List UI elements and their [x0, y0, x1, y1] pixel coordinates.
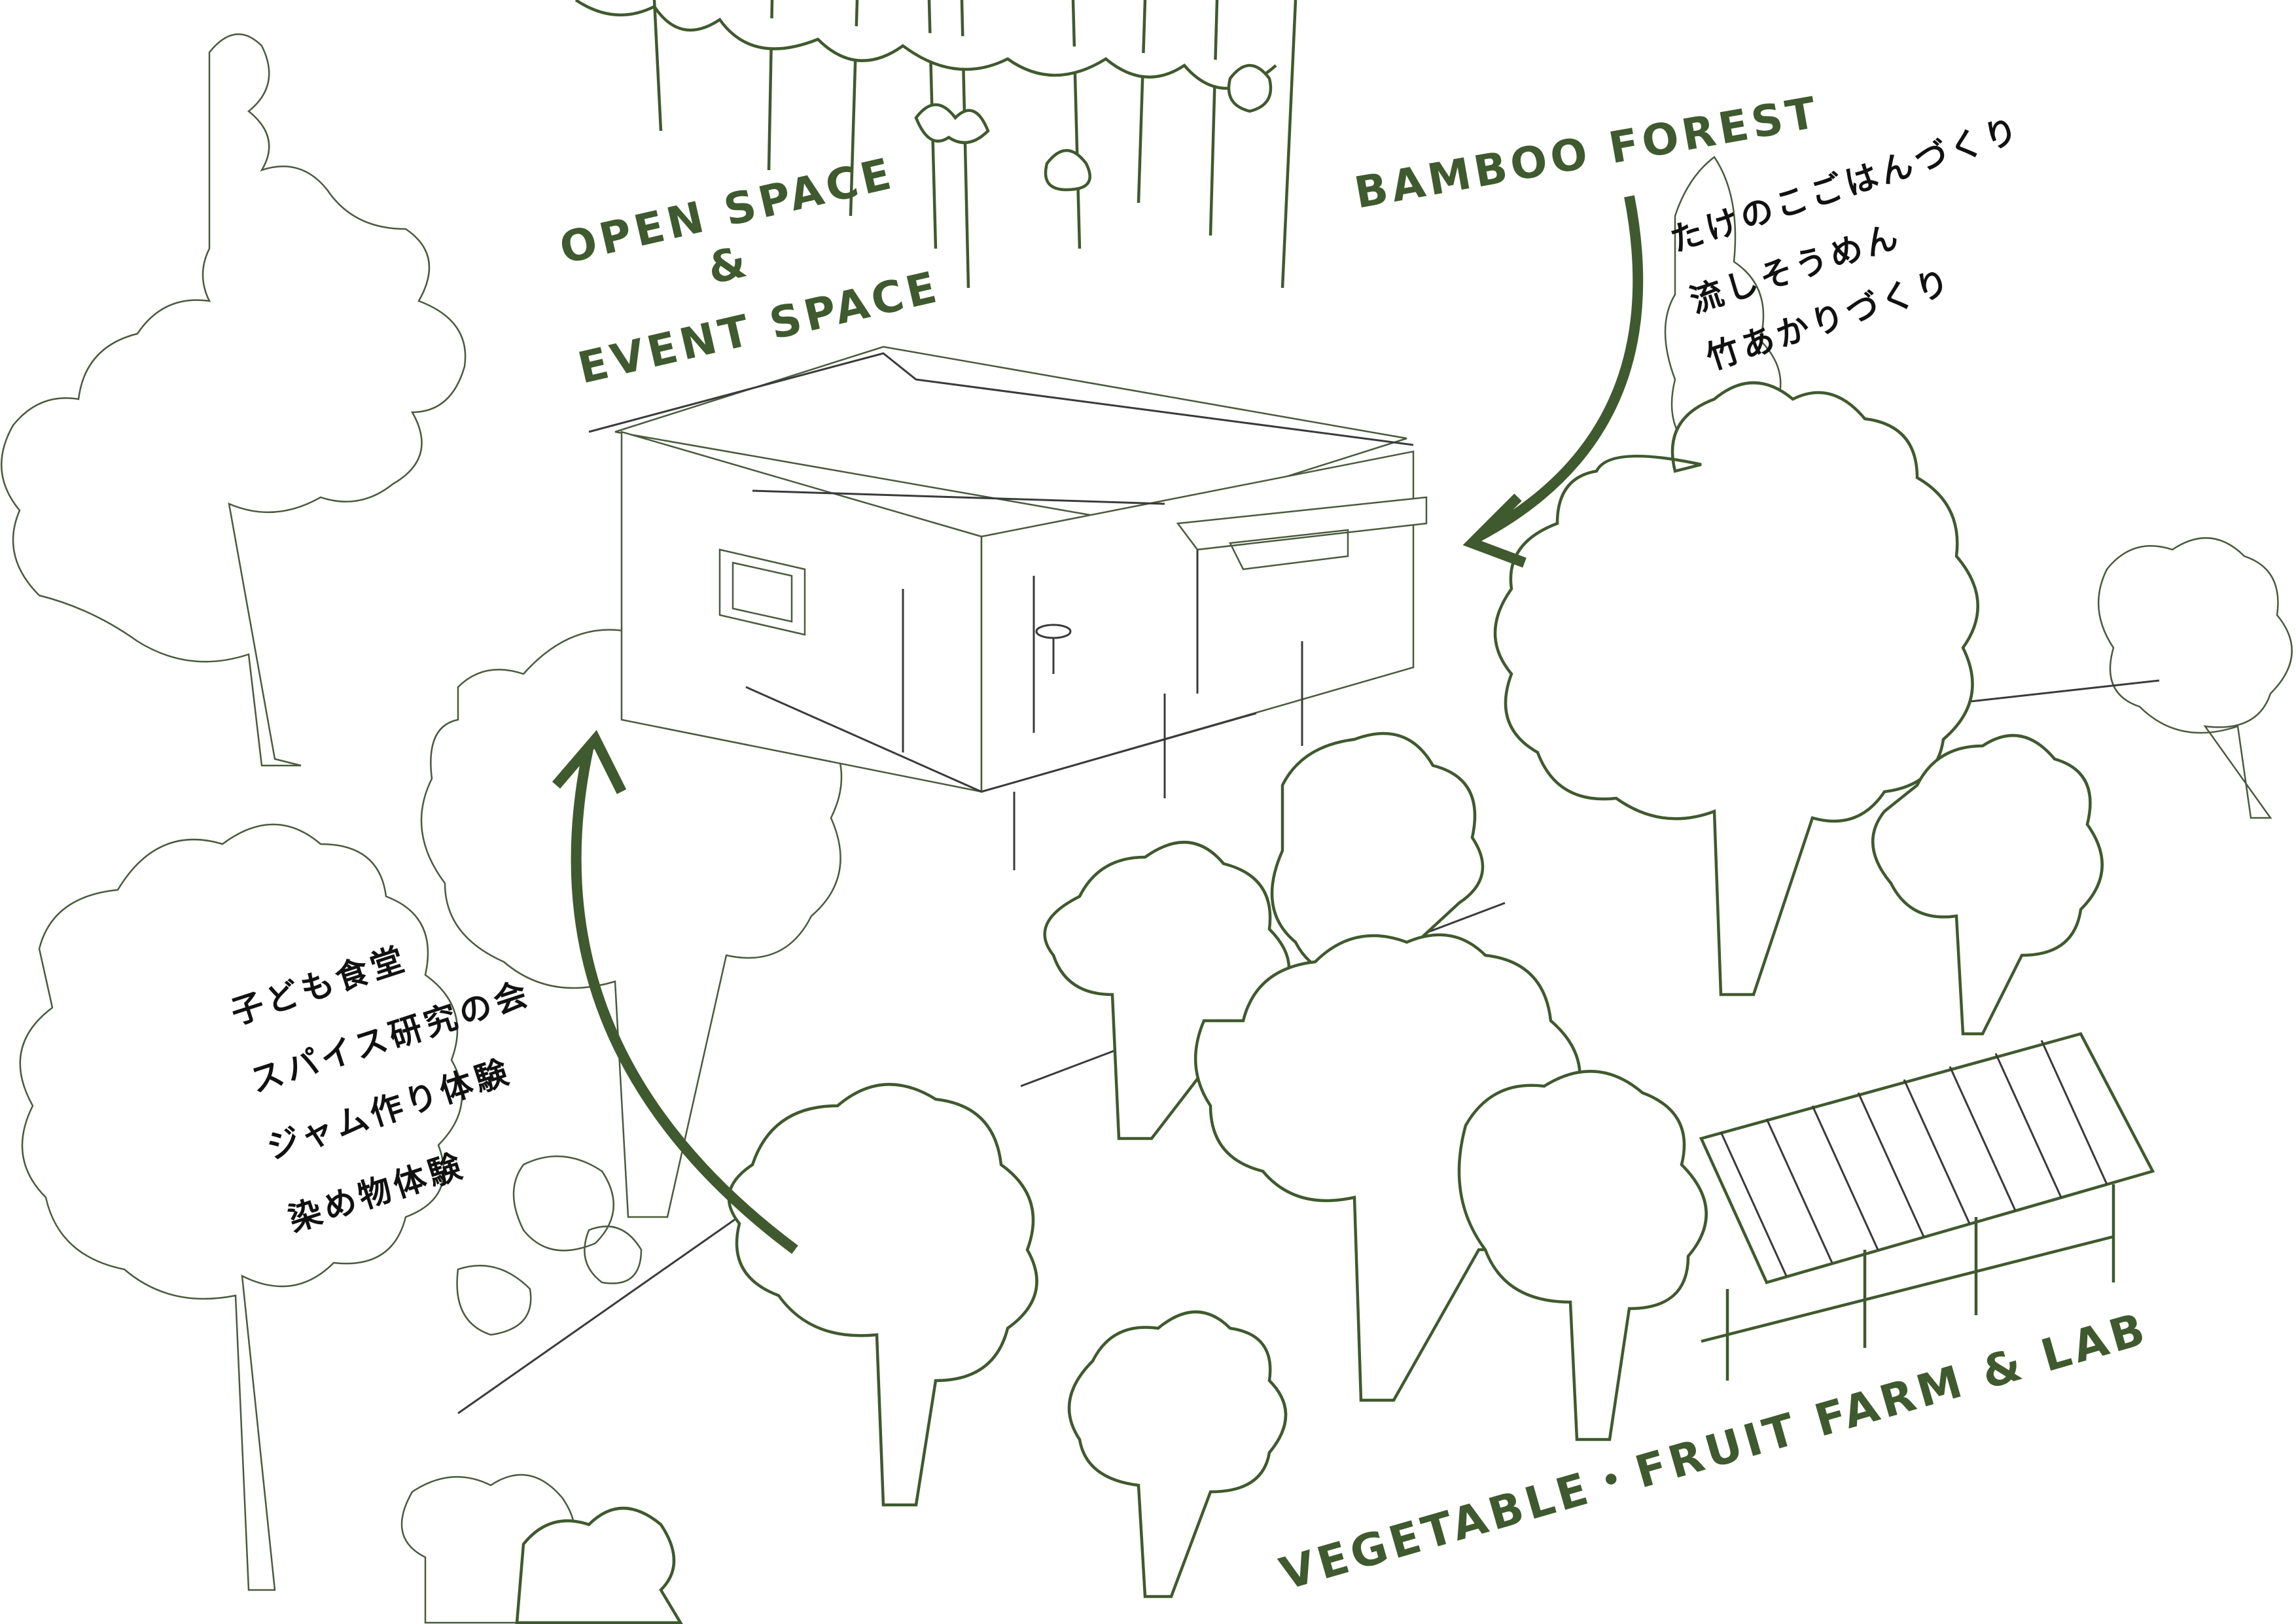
cafe-house — [588, 345, 1428, 870]
foreground-trees — [515, 381, 2104, 1624]
farm-lab-shed — [1699, 1032, 2155, 1381]
flow-arrows — [552, 195, 1644, 1254]
arrow-from-community — [571, 745, 798, 1254]
bamboo-forest — [574, 0, 1298, 289]
arrow-head-left — [552, 730, 627, 794]
open-space-ampersand: & — [703, 236, 754, 294]
background-trees — [0, 33, 2293, 1624]
arrow-from-bamboo-forest — [1476, 195, 1644, 542]
arrow-head-right — [1462, 493, 1527, 568]
